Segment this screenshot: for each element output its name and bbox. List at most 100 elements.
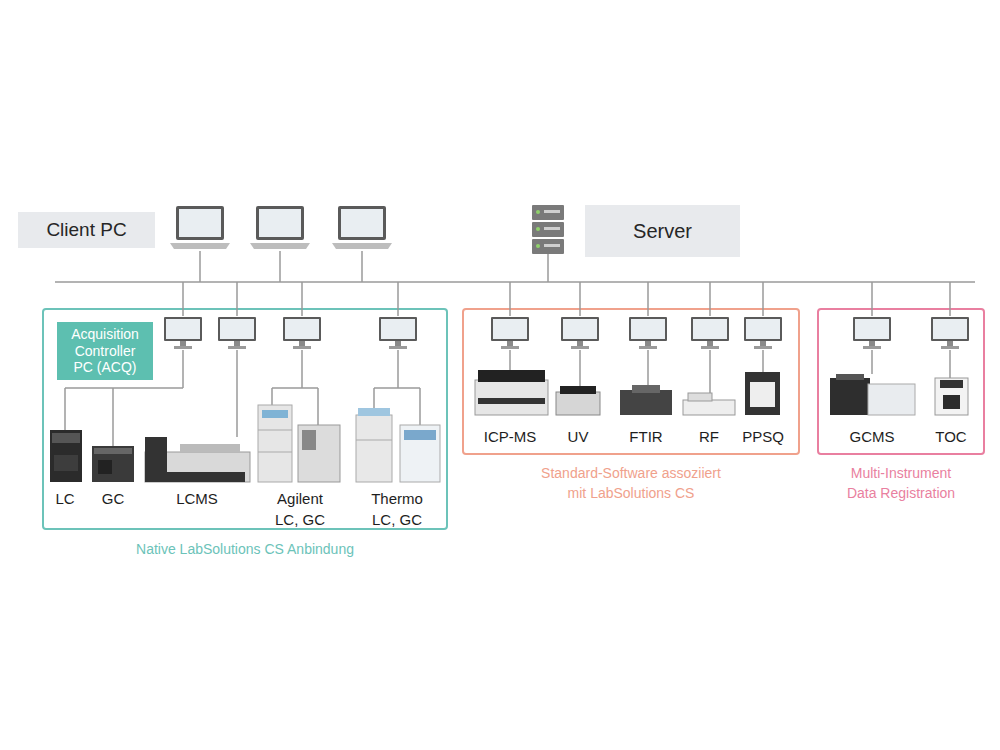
wire — [182, 350, 184, 388]
wire — [301, 350, 303, 388]
instrument-lid — [632, 385, 660, 393]
server-icon — [532, 205, 564, 254]
acquisition-pc — [218, 317, 256, 349]
lc-stack — [258, 405, 292, 482]
instrument-window — [750, 382, 775, 407]
instrument-door — [943, 395, 960, 409]
thermo-instruments — [356, 408, 440, 482]
box-text: Server — [633, 220, 692, 243]
wire — [272, 387, 318, 389]
rf-instrument — [683, 393, 735, 415]
instrument-stripe — [478, 398, 545, 404]
instrument-body — [50, 430, 82, 482]
network-bus — [55, 281, 975, 283]
instrument-panel — [404, 430, 436, 440]
wire — [236, 282, 238, 316]
wire — [236, 350, 238, 437]
instrument-door — [54, 455, 78, 471]
instrument-pc — [691, 317, 729, 349]
status-led — [536, 244, 540, 248]
icpms-instrument — [475, 370, 548, 415]
solvent-bottles — [262, 410, 288, 418]
label-box: Client PC — [18, 212, 155, 248]
wire — [762, 350, 764, 372]
ppsq-instrument — [745, 372, 780, 415]
instrument-body — [92, 446, 134, 482]
group-caption: Native LabSolutions CS Anbindung — [45, 539, 445, 559]
instrument-body — [475, 380, 548, 415]
wire — [397, 282, 399, 316]
wire — [509, 350, 511, 370]
instrument-module — [145, 437, 167, 482]
wire — [112, 388, 114, 446]
server-unit — [532, 239, 564, 254]
instrument-pc — [491, 317, 529, 349]
wire — [301, 282, 303, 316]
wire — [271, 388, 273, 405]
instrument-body — [145, 452, 250, 482]
acquisition-pc — [379, 317, 417, 349]
instrument-label: RF — [699, 426, 719, 447]
instrument-pc — [561, 317, 599, 349]
wire — [949, 350, 951, 378]
group-caption: Multi-Instrument Data Registration — [841, 463, 961, 503]
wire — [65, 387, 183, 389]
instrument-base — [150, 472, 245, 482]
module-divider — [258, 430, 292, 431]
instrument-panel — [52, 433, 80, 443]
instrument-label: TOC — [935, 426, 966, 447]
drive-slot — [544, 210, 560, 213]
instrument-top — [180, 444, 240, 452]
drive-slot — [544, 227, 560, 230]
group-caption: Standard-Software assoziiert mit LabSolu… — [536, 463, 726, 503]
gc-instrument — [92, 446, 134, 482]
instrument-label: PPSQ — [742, 426, 784, 447]
instrument-body — [745, 372, 780, 415]
agilent-instruments — [258, 405, 340, 482]
instrument-lid — [560, 386, 596, 394]
instrument-top — [478, 370, 545, 382]
instrument-body — [935, 378, 968, 415]
status-led — [536, 210, 540, 214]
module-divider — [356, 440, 392, 441]
module-divider — [258, 452, 292, 453]
acquisition-pc — [283, 317, 321, 349]
instrument-body — [620, 390, 672, 415]
uv-instrument — [556, 386, 600, 415]
instrument-label: LCMS — [176, 488, 218, 509]
wire — [709, 350, 711, 393]
instrument-door — [98, 460, 112, 474]
client-laptop — [250, 206, 310, 249]
instrument-label: Thermo LC, GC — [367, 488, 427, 530]
wires — [55, 251, 975, 446]
wire — [949, 282, 951, 316]
instrument-body — [556, 392, 600, 415]
instrument-label: FTIR — [629, 426, 662, 447]
wire — [709, 282, 711, 316]
autosampler — [302, 430, 316, 450]
instrument-pc — [931, 317, 969, 349]
wire — [579, 282, 581, 316]
controller-box: Acquisition Controller PC (ACQ) — [57, 322, 153, 380]
wire — [64, 388, 66, 430]
instrument-top — [836, 374, 864, 380]
gcms-instrument — [830, 374, 915, 415]
instrument-label: Agilent LC, GC — [270, 488, 330, 530]
box-text: Acquisition Controller PC (ACQ) — [65, 326, 145, 376]
lc-instrument — [50, 430, 82, 482]
instrument-pc — [744, 317, 782, 349]
wire — [199, 251, 201, 282]
wire — [871, 350, 873, 374]
gc-body — [298, 425, 340, 482]
acquisition-pc — [164, 317, 202, 349]
instrument-body — [830, 378, 870, 415]
wire — [397, 350, 399, 388]
solvent-bottles — [358, 408, 390, 416]
wire — [647, 350, 649, 385]
instrument-pc — [853, 317, 891, 349]
wire — [279, 251, 281, 282]
instrument-lid — [688, 393, 712, 401]
client-laptop — [332, 206, 392, 249]
instrument-body — [683, 400, 735, 415]
